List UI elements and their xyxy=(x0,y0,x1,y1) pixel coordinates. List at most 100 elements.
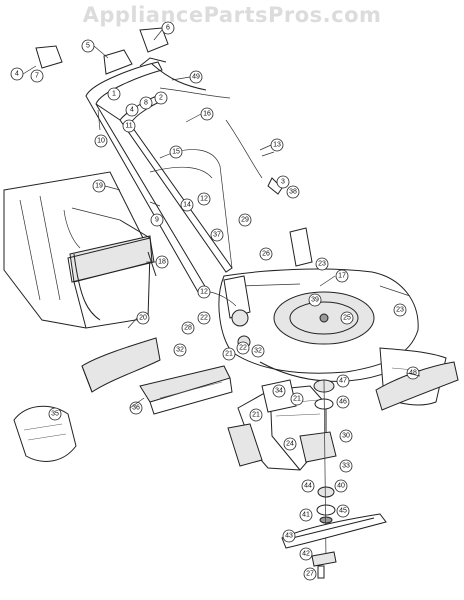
callout-38[interactable]: 38 xyxy=(286,185,300,199)
callout-6[interactable]: 6 xyxy=(161,21,175,35)
callouts: 1 2 3 4 4 5 6 7 8 9 10 11 12 12 13 14 15… xyxy=(10,21,420,581)
callout-4a[interactable]: 4 xyxy=(10,67,24,81)
callout-19[interactable]: 19 xyxy=(92,179,106,193)
callout-21c[interactable]: 21 xyxy=(290,392,304,406)
callout-22b[interactable]: 22 xyxy=(236,341,250,355)
callout-21a[interactable]: 21 xyxy=(222,347,236,361)
svg-text:6: 6 xyxy=(166,25,170,32)
callout-29[interactable]: 29 xyxy=(238,213,252,227)
callout-44[interactable]: 44 xyxy=(301,479,315,493)
callout-17[interactable]: 17 xyxy=(335,269,349,283)
svg-text:18: 18 xyxy=(158,259,166,266)
callout-49[interactable]: 49 xyxy=(189,70,203,84)
callout-4b[interactable]: 4 xyxy=(125,103,139,117)
svg-text:16: 16 xyxy=(203,111,211,118)
callout-25[interactable]: 25 xyxy=(340,311,354,325)
svg-text:8: 8 xyxy=(144,100,148,107)
svg-text:44: 44 xyxy=(304,483,312,490)
svg-text:4: 4 xyxy=(130,107,134,114)
callout-27[interactable]: 27 xyxy=(303,567,317,581)
callout-43[interactable]: 43 xyxy=(282,529,296,543)
svg-text:32: 32 xyxy=(254,348,262,355)
svg-text:21: 21 xyxy=(225,351,233,358)
callout-28[interactable]: 28 xyxy=(181,321,195,335)
leader-lines xyxy=(22,29,421,409)
callout-32a[interactable]: 32 xyxy=(173,343,187,357)
callout-47[interactable]: 47 xyxy=(336,374,350,388)
svg-text:2: 2 xyxy=(159,95,163,102)
callout-30[interactable]: 30 xyxy=(339,429,353,443)
callout-7[interactable]: 7 xyxy=(30,69,44,83)
callout-12a[interactable]: 12 xyxy=(197,192,211,206)
callout-24[interactable]: 24 xyxy=(283,437,297,451)
svg-text:12: 12 xyxy=(200,196,208,203)
callout-45[interactable]: 45 xyxy=(336,504,350,518)
callout-12b[interactable]: 12 xyxy=(197,285,211,299)
callout-23a[interactable]: 23 xyxy=(315,257,329,271)
svg-text:13: 13 xyxy=(273,142,281,149)
callout-46[interactable]: 46 xyxy=(336,395,350,409)
svg-text:26: 26 xyxy=(262,251,270,258)
callout-16[interactable]: 16 xyxy=(200,107,214,121)
callout-41[interactable]: 41 xyxy=(299,508,313,522)
callout-20[interactable]: 20 xyxy=(136,311,150,325)
side-skirt xyxy=(375,361,459,411)
svg-text:32: 32 xyxy=(176,347,184,354)
callout-14[interactable]: 14 xyxy=(180,198,194,212)
svg-text:11: 11 xyxy=(125,123,132,130)
callout-21b[interactable]: 21 xyxy=(249,408,263,422)
callout-26[interactable]: 26 xyxy=(259,247,273,261)
svg-text:48: 48 xyxy=(409,370,417,377)
callout-13[interactable]: 13 xyxy=(270,138,284,152)
svg-text:30: 30 xyxy=(342,433,350,440)
mulch-plug xyxy=(13,405,77,462)
svg-text:14: 14 xyxy=(183,202,191,209)
svg-text:21: 21 xyxy=(252,412,260,419)
svg-text:7: 7 xyxy=(35,73,39,80)
svg-text:22: 22 xyxy=(239,345,247,352)
callout-11[interactable]: 11 xyxy=(122,119,136,133)
callout-42[interactable]: 42 xyxy=(299,547,313,561)
callout-22a[interactable]: 22 xyxy=(197,311,211,325)
svg-text:12: 12 xyxy=(200,289,208,296)
svg-text:20: 20 xyxy=(139,315,147,322)
svg-text:21: 21 xyxy=(293,396,301,403)
svg-text:10: 10 xyxy=(97,138,105,145)
callout-8[interactable]: 8 xyxy=(139,96,153,110)
callout-2[interactable]: 2 xyxy=(154,91,168,105)
svg-text:49: 49 xyxy=(192,74,200,81)
svg-text:3: 3 xyxy=(281,179,285,186)
svg-text:35: 35 xyxy=(51,411,59,418)
svg-text:5: 5 xyxy=(86,43,90,50)
blade-bolt xyxy=(311,551,337,579)
callout-15[interactable]: 15 xyxy=(169,145,183,159)
svg-text:42: 42 xyxy=(302,551,310,558)
callout-9[interactable]: 9 xyxy=(150,213,164,227)
svg-text:19: 19 xyxy=(95,183,103,190)
callout-32b[interactable]: 32 xyxy=(251,344,265,358)
svg-text:34: 34 xyxy=(275,388,283,395)
drive-unit xyxy=(227,379,337,471)
svg-text:4: 4 xyxy=(15,71,19,78)
callout-33[interactable]: 33 xyxy=(339,459,353,473)
callout-1[interactable]: 1 xyxy=(107,87,121,101)
callout-37[interactable]: 37 xyxy=(210,228,224,242)
callout-10[interactable]: 10 xyxy=(94,134,108,148)
callout-40[interactable]: 40 xyxy=(334,479,348,493)
callout-39[interactable]: 39 xyxy=(308,293,322,307)
watermark-text: AppliancePartsPros.com xyxy=(83,3,382,27)
svg-text:36: 36 xyxy=(132,405,140,412)
svg-text:37: 37 xyxy=(213,232,221,239)
callout-3[interactable]: 3 xyxy=(276,175,290,189)
svg-text:25: 25 xyxy=(343,315,351,322)
callout-5[interactable]: 5 xyxy=(81,39,95,53)
callout-23b[interactable]: 23 xyxy=(393,303,407,317)
svg-text:15: 15 xyxy=(172,149,180,156)
callout-35[interactable]: 35 xyxy=(48,407,62,421)
svg-text:39: 39 xyxy=(311,297,319,304)
svg-text:27: 27 xyxy=(306,571,314,578)
callout-18[interactable]: 18 xyxy=(155,255,169,269)
svg-text:9: 9 xyxy=(155,217,159,224)
callout-34[interactable]: 34 xyxy=(272,384,286,398)
callout-48[interactable]: 48 xyxy=(406,366,420,380)
